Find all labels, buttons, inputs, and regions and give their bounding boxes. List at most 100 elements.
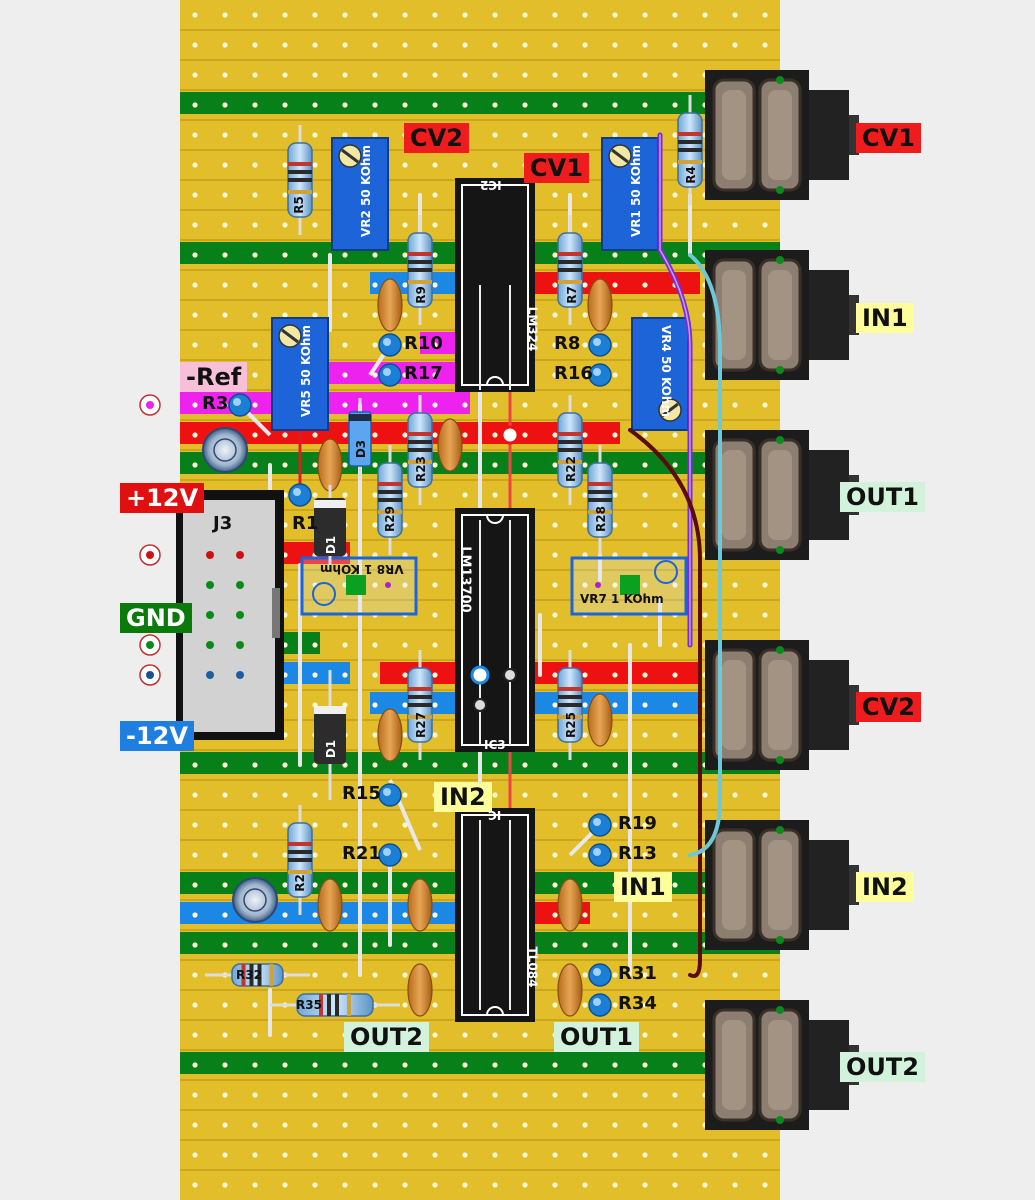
ref-r27: R27	[413, 712, 428, 738]
test-point-grey-2	[473, 698, 487, 712]
resistor-h-1	[270, 993, 400, 1017]
jack-1	[705, 250, 859, 380]
jack-label-in1: IN1	[856, 303, 914, 333]
flying-wires	[628, 132, 722, 978]
jack-label-cv1: CV1	[856, 123, 921, 153]
label-cv1-board: CV1	[524, 153, 589, 183]
ref-r23: R23	[413, 456, 428, 482]
ref-d1-upper: D1	[324, 535, 339, 555]
trimpot-vr5	[271, 317, 329, 431]
ref-r15: R15	[342, 783, 381, 804]
ic-lm324	[455, 178, 535, 392]
trimpot-label-vr4: VR4 50 KOhm	[658, 325, 673, 417]
ic-lm13700	[455, 508, 535, 752]
capacitor-2	[317, 438, 343, 492]
resistor-1	[677, 95, 703, 205]
ref-r5: R5	[291, 196, 306, 214]
resistors	[205, 95, 703, 1017]
audio-jacks	[705, 70, 859, 1130]
label-cv2-board: CV2	[404, 123, 469, 153]
jack-0	[705, 70, 859, 200]
capacitor-10	[557, 963, 583, 1017]
trimpot-vr2	[331, 137, 389, 251]
ref-r9: R9	[413, 286, 428, 304]
label-plus-12v: +12V	[120, 483, 205, 513]
diode-d1-lower	[314, 670, 346, 800]
jack-2	[705, 430, 859, 560]
offboard-terminals	[139, 394, 161, 686]
ref-r28: R28	[593, 506, 608, 532]
capacitor-8	[557, 878, 583, 932]
trimpot-label-vr8: VR8 1 KOhm	[320, 562, 404, 576]
ref-r16: R16	[554, 363, 593, 384]
ic-label-lm324: LM324	[525, 306, 540, 352]
capacitor-0	[377, 278, 403, 332]
label-ref: -Ref	[180, 362, 248, 392]
standing-resistor-11	[588, 993, 612, 1017]
resistor-8	[407, 650, 433, 760]
ceramic-capacitors	[317, 278, 613, 1017]
capacitor-3	[437, 418, 463, 472]
resistor-9	[557, 650, 583, 760]
label-minus-12v: -12V	[120, 721, 194, 751]
label-out2-board: OUT2	[344, 1022, 429, 1052]
resistor-2	[407, 215, 433, 325]
ref-r1: R1	[292, 513, 319, 534]
ref-d1-lower: D1	[324, 739, 339, 759]
test-point-red	[500, 425, 520, 445]
diode-d1-upper	[314, 485, 346, 570]
ref-r32: R32	[236, 968, 262, 982]
ic-label-ic2: IC2	[480, 178, 502, 192]
trimpot-label-vr2: VR2 50 KOhm	[358, 145, 373, 237]
ref-r13: R13	[618, 843, 657, 864]
resistor-h-0	[205, 963, 310, 987]
standing-resistors	[228, 333, 612, 1017]
ref-r31: R31	[618, 963, 657, 984]
ref-d3: D3	[354, 439, 369, 459]
trimpot-label-vr7: VR7 1 KOhm	[580, 592, 664, 606]
label-in1-board: IN1	[614, 872, 672, 902]
jack-label-in2: IN2	[856, 872, 914, 902]
ref-r21: R21	[342, 843, 381, 864]
standing-resistor-5	[288, 483, 312, 507]
standing-resistor-4	[228, 393, 252, 417]
ref-r29: R29	[382, 506, 397, 532]
power-header-j3	[176, 490, 284, 740]
ic-label-ic: IC	[488, 808, 502, 822]
capacitor-6	[317, 878, 343, 932]
jack-5	[705, 1000, 859, 1130]
trimpot-vr7	[570, 556, 688, 616]
capacitor-7	[407, 878, 433, 932]
label-out1-board: OUT1	[554, 1022, 639, 1052]
trimpot-vr4	[631, 317, 689, 431]
ref-r25: R25	[563, 712, 578, 738]
standing-resistor-6	[378, 783, 402, 807]
resistor-0	[287, 125, 313, 235]
header-pins	[206, 551, 244, 679]
standing-resistor-0	[378, 333, 402, 357]
ref-r4: R4	[683, 166, 698, 184]
standing-resistor-7	[378, 843, 402, 867]
resistor-10	[287, 805, 313, 915]
resistor-5	[557, 395, 583, 505]
capacitor-9	[407, 963, 433, 1017]
trimpot-label-vr5: VR5 50 KOhm	[298, 325, 313, 417]
trimpot-vr1	[601, 137, 659, 251]
ref-r10: R10	[404, 333, 443, 354]
ref-r19: R19	[618, 813, 657, 834]
label-j3: J3	[213, 513, 233, 534]
resistor-3	[557, 215, 583, 325]
diode-d3	[348, 398, 372, 480]
ref-r2: R2	[292, 874, 307, 892]
capacitor-4	[377, 708, 403, 762]
resistor-6	[377, 445, 403, 555]
trimpot-label-vr1: VR1 50 KOhm	[628, 145, 643, 237]
capacitor-1	[587, 278, 613, 332]
jack-label-out2: OUT2	[840, 1052, 925, 1082]
ref-r34: R34	[618, 993, 657, 1014]
ref-r17: R17	[404, 363, 443, 384]
standing-resistor-9	[588, 843, 612, 867]
resistor-4	[407, 395, 433, 505]
ref-r8: R8	[554, 333, 581, 354]
